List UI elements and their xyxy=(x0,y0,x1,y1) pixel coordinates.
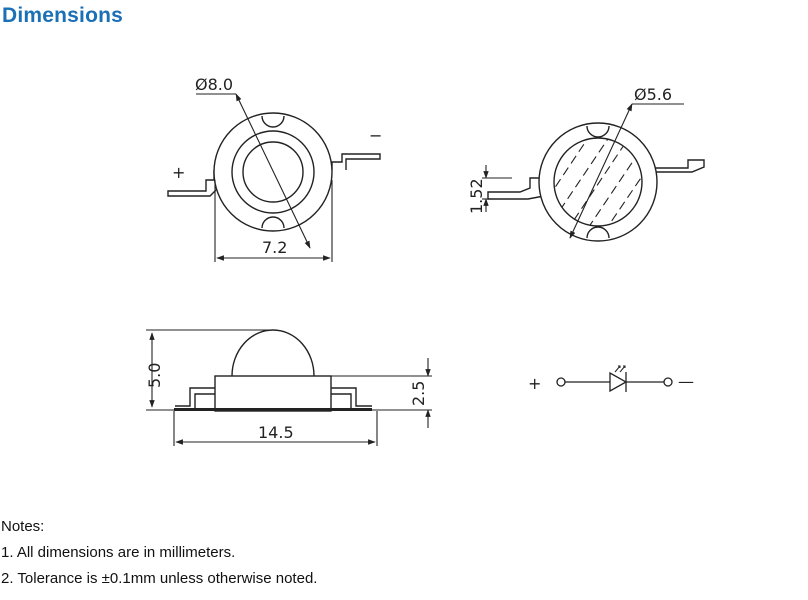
top-view-diameter-leader xyxy=(235,93,311,249)
notes-item: 1. All dimensions are in millimeters. xyxy=(1,544,236,561)
top-view-plus-label: + xyxy=(172,163,185,182)
section-title: Dimensions xyxy=(2,4,124,27)
top-view-left-lead xyxy=(167,170,217,197)
schematic-cathode-terminal xyxy=(663,377,673,387)
schematic-plus-label: + xyxy=(528,374,541,393)
bottom-view-diameter-leader xyxy=(569,103,633,239)
top-view-right-lead xyxy=(331,153,381,170)
schematic-minus-label: — xyxy=(678,372,694,391)
side-view-left-lead xyxy=(175,387,215,407)
notes-heading: Notes: xyxy=(1,518,45,535)
bottom-view-height-label: 1.52 xyxy=(467,178,486,214)
side-view-right-lead xyxy=(331,387,372,407)
side-view xyxy=(146,329,432,446)
bottom-view-right-lead xyxy=(653,159,705,176)
top-view-minus-label: − xyxy=(369,126,382,145)
schematic-anode-terminal xyxy=(556,377,566,387)
side-view-lens xyxy=(231,329,315,377)
led-schematic xyxy=(556,365,673,393)
notes-section: Notes: 1. All dimensions are in millimet… xyxy=(1,514,317,592)
bottom-view-left-lead xyxy=(487,177,545,200)
top-view xyxy=(167,93,381,262)
side-view-height-label: 5.0 xyxy=(145,363,164,388)
bottom-view xyxy=(482,103,705,242)
top-view-width-label: 7.2 xyxy=(262,238,287,257)
bottom-view-outer-circle xyxy=(538,122,658,242)
side-view-body xyxy=(214,375,332,412)
top-view-diameter-label: Ø8.0 xyxy=(195,75,233,94)
led-symbol-triangle xyxy=(609,371,628,393)
side-view-width-label: 14.5 xyxy=(258,423,294,442)
notes-item: 2. Tolerance is ±0.1mm unless otherwise … xyxy=(1,570,318,587)
bottom-view-diameter-label: Ø5.6 xyxy=(634,85,672,104)
side-view-body-height-label: 2.5 xyxy=(409,381,428,406)
